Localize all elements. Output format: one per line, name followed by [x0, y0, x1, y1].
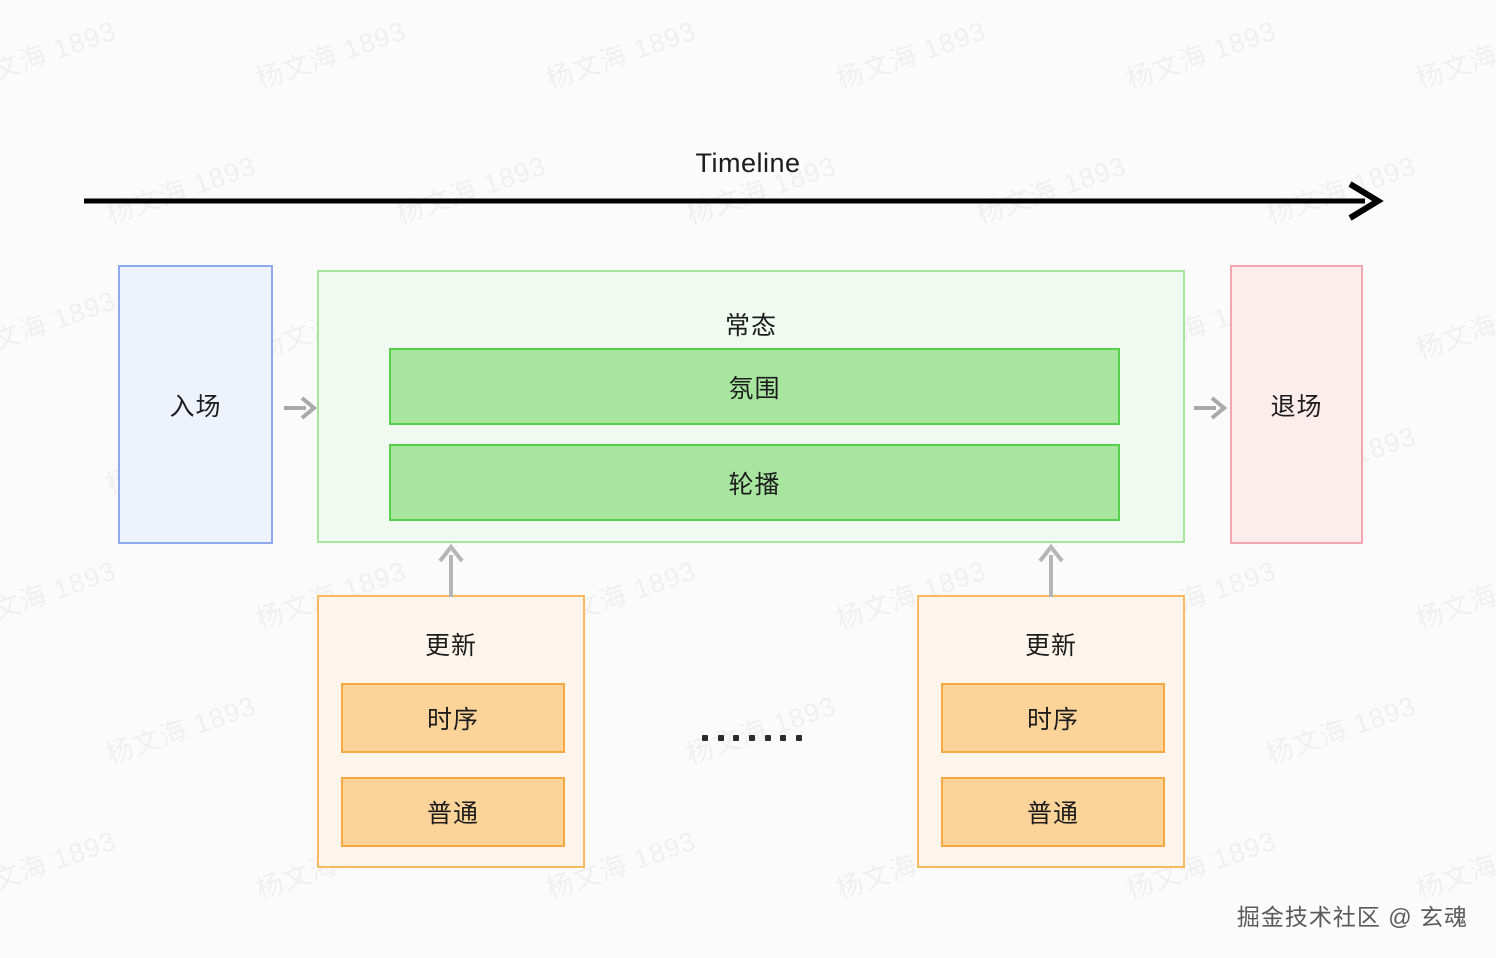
arrow-right-normal-to-exit-icon: [1194, 396, 1228, 420]
watermark-text: 杨文海 1893: [100, 684, 261, 772]
watermark-text: 杨文海 1893: [250, 9, 411, 97]
update-group-right-item-normal-label: 普通: [1026, 800, 1079, 828]
normal-state-item-atmosphere[interactable]: 氛围: [389, 348, 1120, 425]
timeline-arrow-icon: [84, 181, 1384, 221]
watermark-text: 杨文海 1893: [1120, 9, 1281, 97]
ellipsis-dot: [780, 735, 787, 741]
watermark-text: 杨文海 1893: [0, 549, 121, 637]
arrow-right-enter-to-normal-icon: [284, 396, 318, 420]
stage-enter-box[interactable]: 入场: [118, 265, 273, 544]
update-group-left[interactable]: 更新 时序 普通: [317, 595, 585, 868]
watermark-text: 杨文海 1893: [1410, 819, 1496, 907]
update-group-left-item-normal-label: 普通: [426, 800, 479, 828]
arrow-up-update-left-icon: [438, 543, 464, 597]
watermark-text: 杨文海 1893: [830, 9, 991, 97]
ellipsis-dot: [795, 735, 802, 741]
ellipsis-dot: [702, 735, 708, 741]
watermark-text: 杨文海 1893: [1410, 279, 1496, 367]
watermark-text: 杨文海 1893: [1410, 9, 1496, 97]
watermark-text: 杨文海 1893: [0, 9, 121, 97]
watermark-text: 杨文海 1893: [680, 684, 841, 772]
attribution-text: 掘金技术社区 @ 玄魂: [1236, 904, 1468, 930]
arrow-up-update-right-icon: [1038, 543, 1064, 597]
ellipsis-dot: [717, 735, 724, 741]
update-group-left-item-timed[interactable]: 时序: [341, 683, 565, 753]
update-group-left-item-timed-label: 时序: [426, 706, 479, 734]
timeline-title: Timeline: [695, 148, 801, 178]
update-group-right-item-normal[interactable]: 普通: [941, 777, 1165, 847]
ellipsis-dot: [733, 735, 740, 741]
update-group-right[interactable]: 更新 时序 普通: [917, 595, 1185, 868]
watermark-text: 杨文海 1893: [0, 279, 121, 367]
normal-state-container[interactable]: 常态 氛围 轮播: [317, 270, 1185, 543]
ellipsis-dot: [764, 735, 771, 741]
watermark-text: 杨文海 1893: [1260, 684, 1421, 772]
normal-state-item-carousel-label: 轮播: [728, 470, 781, 499]
stage-enter-label: 入场: [169, 392, 222, 421]
update-group-left-item-normal[interactable]: 普通: [341, 777, 565, 847]
update-group-right-label: 更新: [1024, 632, 1077, 660]
normal-state-item-atmosphere-label: 氛围: [728, 374, 781, 403]
watermark-text: 杨文海 1893: [0, 819, 121, 907]
stage-exit-box[interactable]: 退场: [1230, 265, 1363, 544]
update-group-left-label: 更新: [424, 632, 477, 660]
ellipsis-dot: [748, 735, 755, 741]
stage-exit-label: 退场: [1270, 392, 1323, 421]
normal-state-item-carousel[interactable]: 轮播: [389, 444, 1120, 521]
watermark-text: 杨文海 1893: [1410, 549, 1496, 637]
update-group-right-item-timed-label: 时序: [1026, 706, 1079, 734]
watermark-text: 杨文海 1893: [540, 9, 701, 97]
update-group-right-item-timed[interactable]: 时序: [941, 683, 1165, 753]
normal-state-label: 常态: [724, 312, 777, 340]
ellipsis-separator: [702, 735, 802, 741]
